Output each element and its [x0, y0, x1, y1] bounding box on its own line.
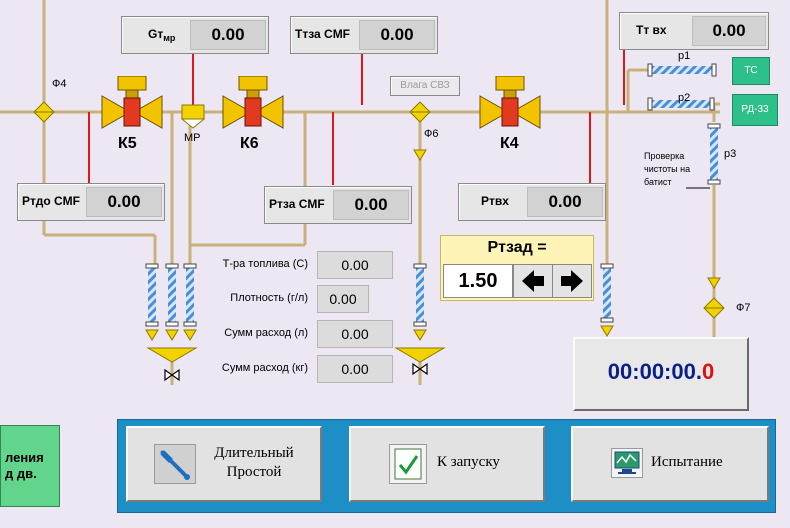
tc-indicator[interactable]: ТС — [732, 57, 770, 85]
arrow-left-icon — [522, 270, 544, 292]
test-label: Испытание — [651, 454, 723, 470]
valve-k6-label: К6 — [240, 135, 259, 152]
checklist-icon — [394, 448, 422, 480]
rtza-label: Ртза CMF — [269, 197, 325, 211]
reading-value: 0.00 — [317, 320, 393, 348]
test-button[interactable]: Испытание — [571, 426, 769, 502]
reading-value: 0.00 — [317, 251, 393, 279]
rd33-indicator[interactable]: РД-33 — [732, 94, 778, 126]
monitor-icon — [614, 451, 640, 474]
left-button-line1: ления — [5, 450, 44, 465]
long-idle-line1: Длительный — [214, 445, 294, 461]
arrow-right-icon — [561, 270, 583, 292]
hose-p1-label: р1 — [678, 50, 691, 62]
to-launch-button[interactable]: К запуску — [349, 426, 545, 502]
ttza-field: Ттза CMF 0.00 — [290, 16, 438, 54]
valve-k4-icon[interactable] — [478, 76, 542, 138]
to-launch-label: К запуску — [437, 454, 500, 470]
check-note: Проверка чистоты на батист — [644, 151, 691, 187]
rtdo-field: Ртдо CMF 0.00 — [17, 183, 165, 221]
left-green-button[interactable]: ления д дв. — [0, 425, 60, 507]
timer-tenths: 0 — [701, 359, 715, 384]
rtza-value: 0.00 — [333, 190, 409, 220]
reading-label: Сумм расход (л) — [224, 327, 308, 339]
valve-k6-icon[interactable] — [221, 76, 285, 138]
gt-label: Gт — [148, 27, 164, 41]
reading-label: Плотность (г/л) — [230, 292, 308, 304]
reading-value: 0.00 — [317, 285, 369, 313]
setpoint-panel: Ртзад = 1.50 — [440, 235, 594, 301]
hose-p3-label: р3 — [724, 148, 737, 160]
rtdo-label: Ртдо CMF — [22, 194, 80, 208]
ttvx-field: Тт вх 0.00 — [619, 12, 769, 50]
rtza-field: Ртза CMF 0.00 — [264, 186, 412, 224]
left-button-line2: д дв. — [5, 466, 37, 481]
gt-field: Gтмр 0.00 — [121, 16, 269, 54]
setpoint-value[interactable]: 1.50 — [443, 264, 513, 298]
gt-value: 0.00 — [190, 20, 266, 50]
wrench-icon — [160, 450, 190, 480]
gt-sub: мр — [163, 33, 176, 43]
hose-p2-label: р2 — [678, 92, 691, 104]
rtvx-value: 0.00 — [527, 187, 603, 217]
valve-k5-label: К5 — [118, 135, 137, 152]
rtvx-label: Ртвх — [481, 194, 509, 208]
vlaga-svz-button[interactable]: Влага СВЗ — [390, 76, 460, 96]
meter-mr-label: МР — [184, 132, 201, 144]
reading-value: 0.00 — [317, 355, 393, 383]
timer-display: 00:00:00.0 — [575, 359, 747, 385]
reading-label: Сумм расход (кг) — [221, 362, 308, 374]
reading-label: Т-ра топлива (С) — [222, 258, 308, 270]
timer-panel: 00:00:00.0 — [573, 337, 749, 411]
setpoint-title: Ртзад = — [487, 239, 547, 256]
ttvx-label: Тт вх — [636, 23, 667, 37]
filter-f6-label: Ф6 — [424, 128, 439, 140]
rtdo-value: 0.00 — [86, 187, 162, 217]
ttza-label: Ттза CMF — [295, 27, 351, 41]
long-idle-button[interactable]: Длительный Простой — [126, 426, 322, 502]
decrease-button[interactable] — [513, 264, 553, 298]
increase-button[interactable] — [552, 264, 592, 298]
timer-main: 00:00:00. — [607, 359, 702, 384]
filter-f7-label: Ф7 — [736, 302, 751, 314]
long-idle-line2: Простой — [226, 464, 282, 480]
filter-f4-label: Ф4 — [52, 78, 67, 90]
ttvx-value: 0.00 — [692, 16, 766, 46]
valve-k5-icon[interactable] — [100, 76, 164, 138]
ttza-value: 0.00 — [359, 20, 435, 50]
rtvx-field: Ртвх 0.00 — [458, 183, 606, 221]
valve-k4-label: К4 — [500, 135, 519, 152]
